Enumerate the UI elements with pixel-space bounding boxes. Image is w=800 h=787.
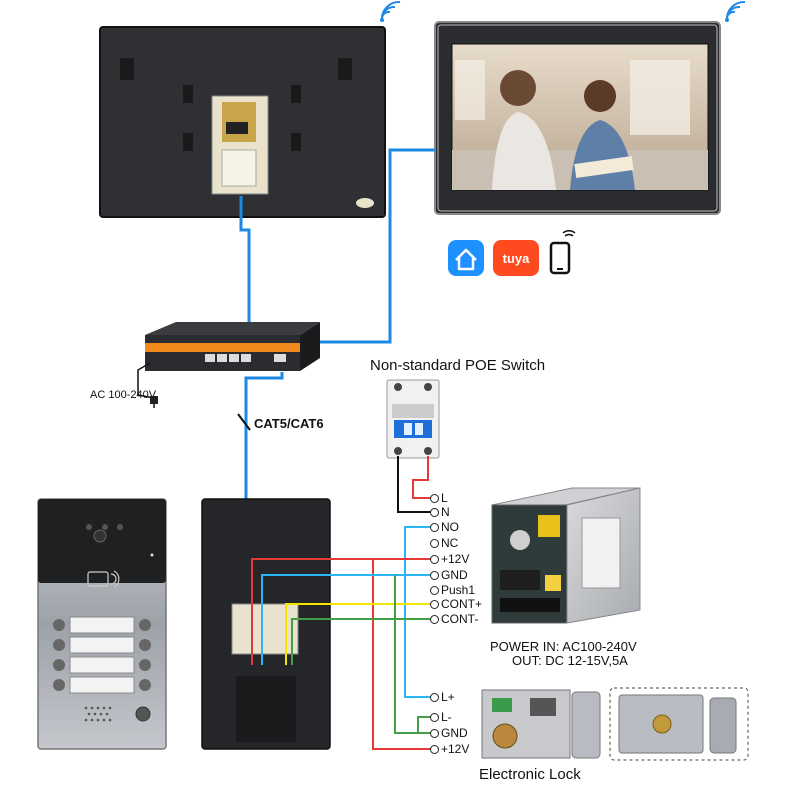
power-out-label: OUT: DC 12-15V,5A bbox=[512, 653, 628, 668]
poe-switch-label: Non-standard POE Switch bbox=[370, 357, 545, 374]
terminal-dot bbox=[430, 571, 439, 580]
circuit-breaker bbox=[386, 379, 440, 459]
ac-input-label: AC 100-240V bbox=[90, 389, 157, 401]
terminal-dot bbox=[430, 555, 439, 564]
terminal-l-plus: L+ bbox=[441, 690, 455, 704]
power-plug-icon bbox=[137, 362, 158, 408]
electronic-lock-external bbox=[609, 687, 749, 761]
power-supply bbox=[491, 487, 641, 624]
terminal-dot bbox=[430, 745, 439, 754]
outdoor-station bbox=[37, 498, 167, 750]
wifi-icon bbox=[725, 0, 746, 22]
wifi-icon bbox=[380, 0, 401, 22]
terminal-l-minus: L- bbox=[441, 710, 452, 724]
terminal-dot bbox=[430, 539, 439, 548]
terminal-lock-gnd: GND bbox=[441, 726, 468, 740]
terminal-dot bbox=[430, 600, 439, 609]
terminal-dot bbox=[430, 615, 439, 624]
terminal-cont-minus: CONT- bbox=[441, 612, 479, 626]
poe-switch bbox=[145, 322, 320, 371]
terminal-nc: NC bbox=[441, 536, 459, 550]
terminal-l: L bbox=[441, 491, 448, 505]
phone-icon bbox=[549, 229, 576, 275]
terminal-dot bbox=[430, 523, 439, 532]
terminal-n: N bbox=[441, 505, 450, 519]
terminal-dot bbox=[430, 508, 439, 517]
power-in-label: POWER IN: AC100-240V bbox=[490, 639, 637, 654]
outdoor-station-back bbox=[201, 498, 331, 750]
terminal-dot bbox=[430, 713, 439, 722]
tuya-icon: tuya bbox=[493, 240, 539, 276]
terminal-lock-plus12v: +12V bbox=[441, 742, 470, 756]
terminal-cont-plus: CONT+ bbox=[441, 597, 483, 611]
cable-slash bbox=[237, 413, 251, 431]
indoor-monitor-front bbox=[434, 21, 721, 215]
terminal-push1: Push1 bbox=[441, 583, 476, 597]
terminal-dot bbox=[430, 693, 439, 702]
terminal-no: NO bbox=[441, 520, 459, 534]
indoor-monitor-back bbox=[99, 26, 386, 218]
lock-label: Electronic Lock bbox=[479, 766, 581, 783]
power-wires bbox=[251, 456, 433, 750]
rfid-icon bbox=[87, 570, 120, 588]
terminal-dot bbox=[430, 586, 439, 595]
tuya-logo-text: tuya bbox=[503, 251, 531, 266]
terminal-dot bbox=[430, 494, 439, 503]
cable-label: CAT5/CAT6 bbox=[254, 416, 324, 431]
terminal-dot bbox=[430, 729, 439, 738]
terminal-plus12v: +12V bbox=[441, 552, 470, 566]
terminal-gnd: GND bbox=[441, 568, 468, 582]
smart-home-icon bbox=[448, 240, 484, 276]
electronic-lock-internal bbox=[481, 689, 601, 759]
